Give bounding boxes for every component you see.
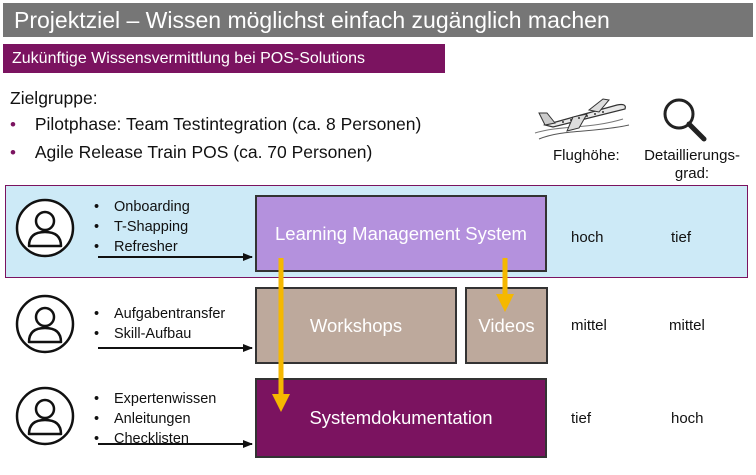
systemdokumentation-box: Systemdokumentation	[255, 378, 547, 458]
lms-box: Learning Management System	[255, 195, 547, 272]
magnifier-icon	[663, 98, 707, 142]
page-subtitle: Zukünftige Wissensvermittlung bei POS-So…	[12, 50, 366, 67]
person-icon	[15, 386, 75, 446]
bullet: •	[10, 115, 16, 134]
airplane-icon	[534, 98, 630, 140]
row1-detail-value: tief	[671, 229, 692, 246]
row1-bullet-list: •Onboarding •T-Shapping •Refresher	[94, 197, 190, 257]
person-icon	[15, 294, 75, 354]
detaillierungsgrad-header: Detaillierungs- grad:	[636, 147, 748, 183]
flughoehe-header: Flughöhe:	[553, 147, 620, 164]
row2-flughoehe-value: mittel	[571, 317, 607, 334]
detail-header-line2: grad:	[674, 165, 710, 182]
row2-bullet-list: •Aufgabentransfer •Skill-Aufbau	[94, 304, 225, 344]
zielgruppe-item: • Agile Release Train POS (ca. 70 Person…	[10, 142, 372, 163]
list-item: •Onboarding	[94, 199, 190, 215]
detail-header-line1: Detaillierungs-	[644, 147, 740, 164]
subtitle-bar	[3, 44, 445, 73]
row3-flughoehe-value: tief	[571, 410, 592, 427]
list-item: •Expertenwissen	[94, 391, 217, 407]
zielgruppe-heading: Zielgruppe:	[10, 88, 98, 108]
arrow-lms-to-sysdoc	[272, 258, 290, 412]
list-item: •Skill-Aufbau	[94, 326, 192, 342]
zielgruppe-item-text: Pilotphase: Team Testintegration (ca. 8 …	[34, 114, 422, 134]
page-title: Projektziel – Wissen möglichst einfach z…	[14, 7, 610, 33]
row3-detail-value: hoch	[671, 410, 704, 427]
zielgruppe-item: • Pilotphase: Team Testintegration (ca. …	[10, 114, 421, 135]
list-item: •Aufgabentransfer	[94, 306, 226, 322]
person-icon	[15, 198, 75, 258]
arrow-lms-to-videos	[496, 258, 514, 312]
row2-detail-value: mittel	[669, 317, 705, 334]
list-item: •Refresher	[94, 239, 178, 255]
list-item: •Anleitungen	[94, 411, 191, 427]
zielgruppe-item-text: Agile Release Train POS (ca. 70 Personen…	[34, 142, 373, 162]
workshops-box: Workshops	[255, 287, 457, 364]
bullet: •	[10, 143, 16, 162]
title-bar	[3, 3, 753, 37]
row1-flughoehe-value: hoch	[571, 229, 604, 246]
list-item: •T-Shapping	[94, 219, 189, 235]
